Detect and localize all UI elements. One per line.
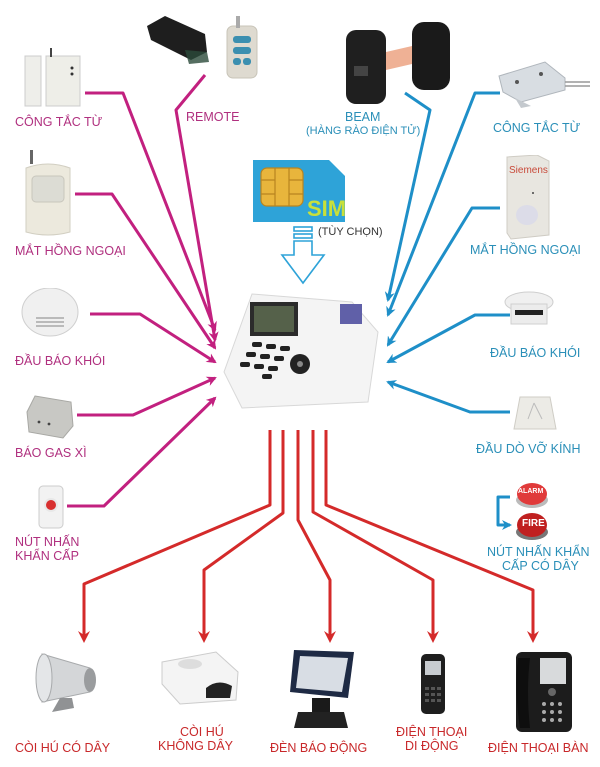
wired-panic-buttons: ALARM FIRE [514, 480, 550, 542]
smoke-detector-icon [504, 291, 554, 325]
control-panel-icon [223, 293, 379, 409]
sim-optional-note: (TÙY CHỌN) [318, 226, 383, 238]
label-gas: BÁO GAS XÌ [15, 446, 87, 460]
wireless-siren-icon [161, 651, 239, 705]
pir-sensor [22, 150, 74, 238]
label-panic-wired-line2: CẤP CÓ DÂY [502, 559, 579, 573]
desk-phone-icon [516, 652, 572, 732]
glass-break-detector-icon [513, 396, 557, 430]
wired-door-contact [495, 58, 590, 110]
label-door-contact: CÔNG TẮC TỪ [15, 115, 103, 129]
label-flood: ĐÈN BÁO ĐỘNG [270, 741, 368, 755]
wired-siren-icon [35, 653, 96, 712]
beam-sensor [342, 14, 452, 106]
sim-label: SIM [307, 196, 347, 221]
wire-siren-wireless [198, 430, 285, 643]
label-smoke: ĐẦU BÁO KHÓI [15, 354, 106, 368]
label-siren-wireless-line2: KHÔNG DÂY [158, 739, 234, 753]
label-siren-wired: CÒI HÚ CÓ DÂY [15, 741, 111, 755]
label-desk-phone: ĐIỆN THOẠI BÀN [488, 741, 589, 755]
wire-pir [75, 192, 217, 350]
wire-door-contact [85, 91, 217, 332]
label-door-wired: CÔNG TẮC TỪ [493, 121, 581, 135]
label-beam-line1: BEAM [345, 110, 381, 124]
brand-siemens: Siemens [509, 165, 548, 176]
wireless-siren [160, 650, 240, 705]
wire-panic-wired [496, 495, 512, 530]
wire-mobile [311, 430, 439, 643]
wire-beam [384, 91, 432, 302]
wire-door-wired [386, 91, 500, 317]
wire-gas [77, 376, 217, 417]
wire-remote [174, 74, 219, 342]
wire-flood [296, 430, 336, 643]
wire-smoke [90, 312, 217, 364]
alarm-button-text: ALARM [518, 488, 544, 495]
beam-sensor-icon [346, 22, 450, 104]
desk-phone [512, 650, 574, 735]
down-arrow-icon [280, 226, 326, 285]
wired-siren [32, 642, 104, 714]
smoke-detector-wired [503, 290, 555, 330]
wire-desk [324, 430, 539, 643]
glass-break-detector [512, 395, 557, 433]
label-beam-line2: (HÀNG RÀO ĐIỆN TỬ) [306, 125, 421, 137]
label-panic-line2: KHẨN CẤP [15, 549, 79, 563]
label-mobile-line2: DI ĐỘNG [405, 739, 459, 753]
door-contact-sensor-icon [24, 48, 81, 107]
remote-controls [145, 12, 265, 84]
wired-door-contact-icon [498, 61, 590, 108]
pir-sensor-wired: Siemens [505, 154, 550, 240]
fire-button-text: FIRE [522, 518, 545, 529]
panic-button [38, 485, 64, 529]
door-contact-sensor [22, 48, 84, 110]
flood-light [288, 648, 360, 733]
pir-motion-sensor-icon [25, 150, 71, 236]
label-smoke-wired: ĐẦU BÁO KHÓI [490, 346, 581, 360]
wire-smoke-wired [386, 313, 510, 364]
gas-detector [25, 392, 77, 440]
remote-control-icon [147, 16, 258, 79]
label-siren-wireless-line1: CÒI HÚ [180, 725, 224, 739]
sim-card-icon [253, 160, 345, 222]
label-remote: REMOTE [186, 110, 240, 124]
wire-glass [386, 380, 510, 414]
label-panic-line1: NÚT NHẤN [15, 535, 80, 549]
fire-alarm-button-icon [516, 483, 548, 540]
wire-siren-wired [78, 430, 272, 643]
panic-button-icon [38, 485, 64, 529]
gas-leak-detector-icon [26, 395, 74, 439]
smoke-detector [20, 287, 80, 340]
wire-pir-wired [386, 206, 500, 347]
label-glass: ĐẦU DÒ VỠ KÍNH [476, 442, 581, 456]
smoke-detector-icon [21, 287, 79, 337]
sim-card: SIM [253, 160, 347, 222]
pir-motion-sensor-icon [506, 154, 550, 240]
label-pir-wired: MẮT HỒNG NGOẠI [470, 243, 581, 257]
wire-panic [67, 396, 217, 508]
alarm-control-panel[interactable] [222, 292, 380, 410]
mobile-phone-icon [421, 654, 445, 714]
flood-light-icon [290, 650, 354, 728]
label-panic-wired-line1: NÚT NHẤN KHẨN [487, 545, 590, 559]
label-mobile-line1: ĐIỆN THOẠI [396, 725, 468, 739]
label-pir: MẮT HỒNG NGOẠI [15, 244, 126, 258]
mobile-phone [420, 653, 446, 715]
